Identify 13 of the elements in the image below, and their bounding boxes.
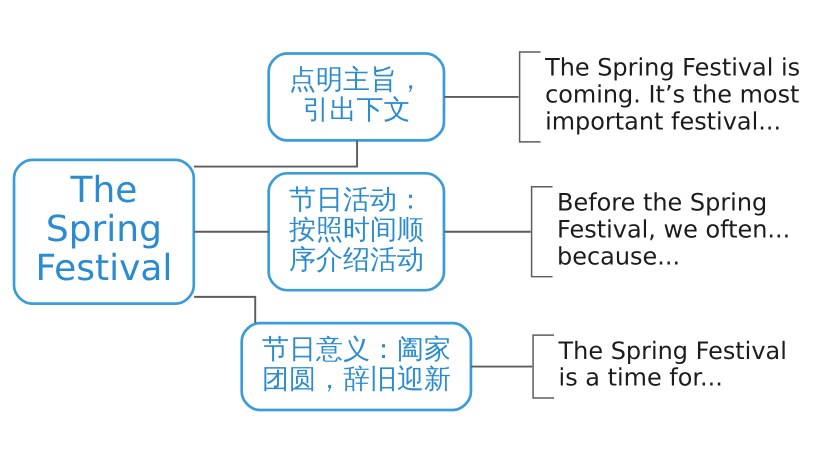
node-box: 节日意义：阖家团圆，辞旧迎新 [240, 321, 472, 411]
connector [194, 140, 358, 168]
node-box: 节日活动：按照时间顺序介绍活动 [267, 171, 446, 292]
node-text: The Spring Festival is a time for... [558, 336, 787, 392]
connector [194, 295, 256, 322]
connector [471, 365, 532, 368]
node-box: The Spring Festival [12, 158, 196, 304]
node-text: The Spring Festival is coming. It’s the most important festival... [545, 53, 800, 136]
connector [194, 230, 269, 232]
node-text: Before the Spring Festival, we often... because... [557, 188, 790, 270]
connector [444, 95, 519, 98]
node-box: 点明主旨，引出下文 [267, 52, 446, 142]
connector [444, 230, 531, 232]
